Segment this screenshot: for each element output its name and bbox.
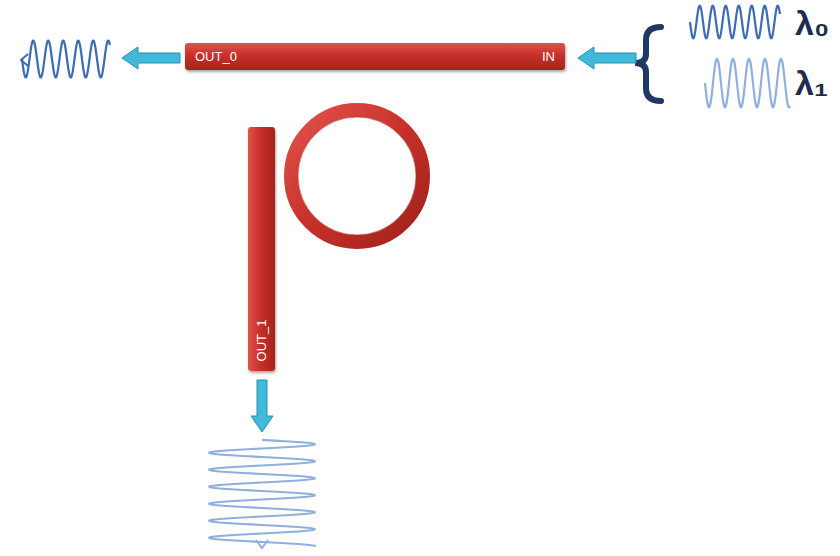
light-wave — [209, 440, 316, 546]
port-label: OUT_0 — [195, 50, 237, 63]
waveguide-bus: OUT_0 IN — [185, 43, 565, 70]
ring-resonator — [291, 110, 423, 242]
wavelength-label: λ₁ — [795, 66, 828, 100]
light-wave — [22, 41, 110, 78]
wave-head — [21, 54, 28, 66]
port-label: OUT_1 — [255, 320, 268, 362]
ring-inner-edge — [298, 117, 416, 235]
flow-arrow — [578, 47, 636, 69]
wavelength-label: λ₀ — [795, 6, 829, 40]
flow-arrow — [251, 380, 273, 432]
port-label: IN — [542, 50, 555, 63]
light-wave — [705, 59, 790, 108]
light-wave — [690, 6, 780, 39]
brace — [635, 27, 661, 101]
wave-head — [256, 540, 268, 548]
waveguide-drop: OUT_1 — [248, 127, 275, 371]
flow-arrow — [122, 47, 180, 69]
